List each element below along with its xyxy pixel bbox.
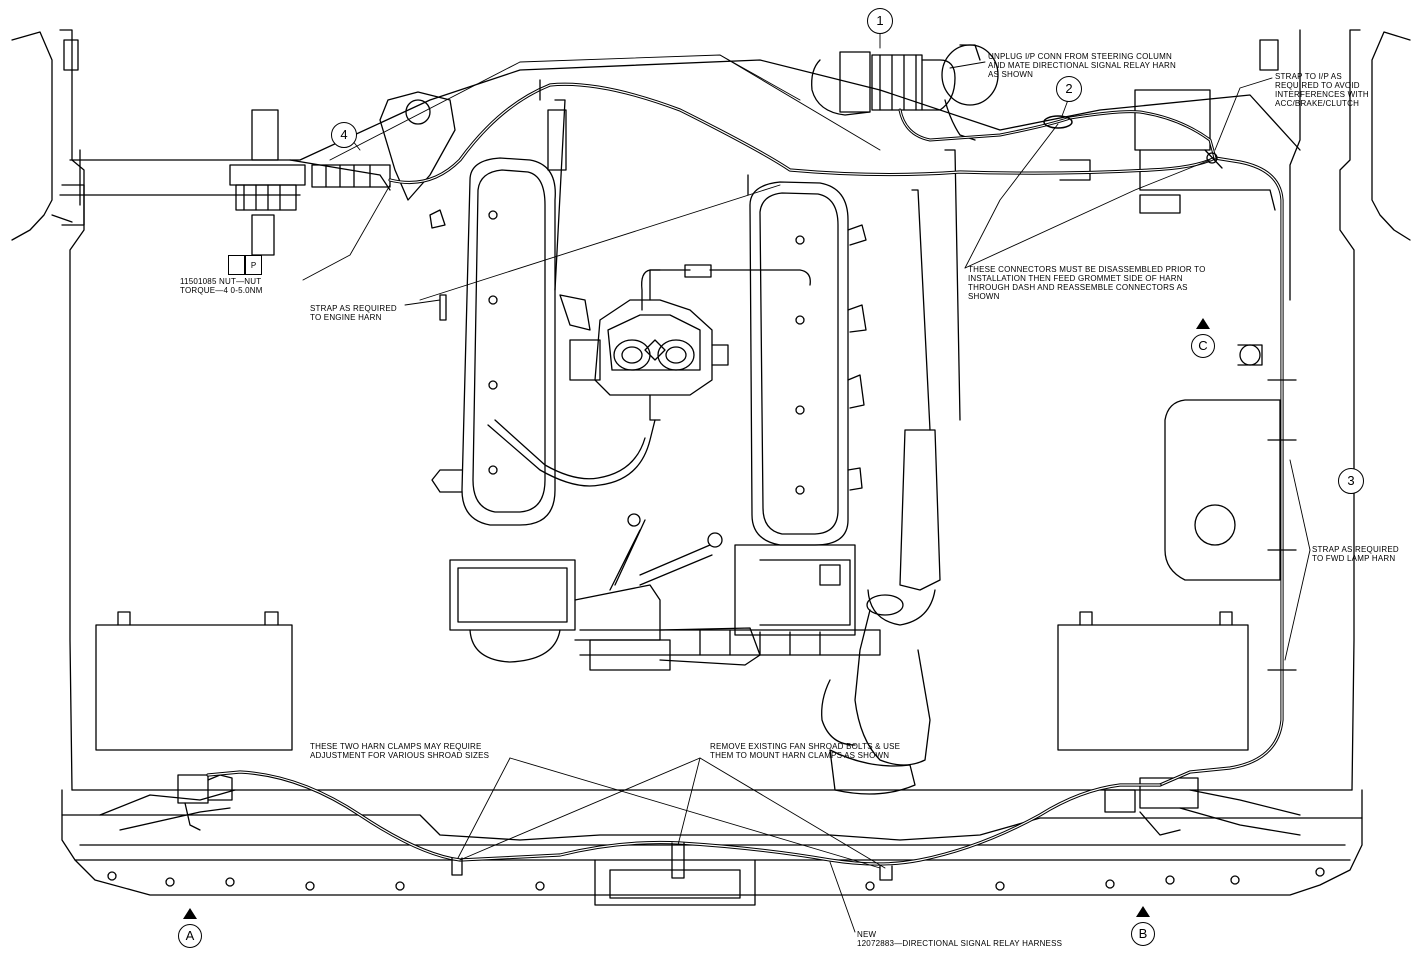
right-valve-cover xyxy=(749,181,867,546)
note-strap-fwd-lamp-harn: STRAP AS REQUIRED TO FWD LAMP HARN xyxy=(1312,545,1399,563)
relay-bracket xyxy=(1059,89,1276,366)
nut-box-right: P xyxy=(245,255,262,275)
callout-2: 2 xyxy=(1056,76,1082,102)
throttle-body xyxy=(559,264,729,421)
leader-lines xyxy=(302,33,1311,933)
engine-harness-strap xyxy=(429,209,447,321)
view-a: A xyxy=(178,924,202,948)
harness-clamps xyxy=(451,79,1297,881)
view-b: B xyxy=(1131,922,1155,946)
directional-signal-harness-inner xyxy=(389,83,1283,786)
right-front-connector xyxy=(1104,777,1199,836)
view-b-arrow xyxy=(1136,906,1150,917)
intake-tube xyxy=(821,149,961,795)
note-new-harness: NEW 12072883—DIRECTIONAL SIGNAL RELAY HA… xyxy=(857,930,1063,948)
right-fender xyxy=(1259,29,1411,791)
note-unplug-ip-conn: UNPLUG I/P CONN FROM STEERING COLUMN AND… xyxy=(988,52,1176,79)
note-strap-to-ip: STRAP TO I/P AS REQUIRED TO AVOID INTERF… xyxy=(1275,72,1369,108)
view-c: C xyxy=(1191,334,1215,358)
steering-column-connector xyxy=(811,44,999,141)
callout-3: 3 xyxy=(1338,468,1364,494)
note-strap-engine-harn: STRAP AS REQUIRED TO ENGINE HARN xyxy=(310,304,397,322)
vacuum-hose xyxy=(487,269,811,487)
front-harness-inner xyxy=(207,771,1161,865)
nut-box-left xyxy=(228,255,245,275)
radiator-support xyxy=(61,789,1363,906)
harness-branch-column xyxy=(898,108,1217,160)
note-remove-fan-shroad-bolts: REMOVE EXISTING FAN SHROAD BOLTS & USE T… xyxy=(710,742,901,760)
callout-1: 1 xyxy=(867,8,893,34)
left-battery xyxy=(95,611,293,751)
left-fender xyxy=(11,29,85,791)
view-c-arrow xyxy=(1196,318,1210,329)
note-connectors-disassemble: THESE CONNECTORS MUST BE DISASSEMBLED PR… xyxy=(968,265,1206,301)
note-nut-torque: 11501085 NUT—NUT TORQUE—4 0-5.0NM xyxy=(180,277,263,295)
note-harn-clamps-adjustment: THESE TWO HARN CLAMPS MAY REQUIRE ADJUST… xyxy=(310,742,490,760)
callout-4: 4 xyxy=(331,122,357,148)
view-a-arrow xyxy=(183,908,197,919)
left-valve-cover xyxy=(431,157,556,526)
left-front-connector xyxy=(177,774,233,831)
right-battery xyxy=(1057,611,1249,751)
firewall xyxy=(59,59,1301,206)
brake-booster xyxy=(229,91,456,256)
dipstick-tube xyxy=(547,99,567,291)
harness-branch-column-inner xyxy=(899,109,1216,159)
inline-connector-2 xyxy=(1043,115,1073,129)
washer-reservoir xyxy=(1164,399,1281,581)
front-accessories xyxy=(449,513,881,671)
